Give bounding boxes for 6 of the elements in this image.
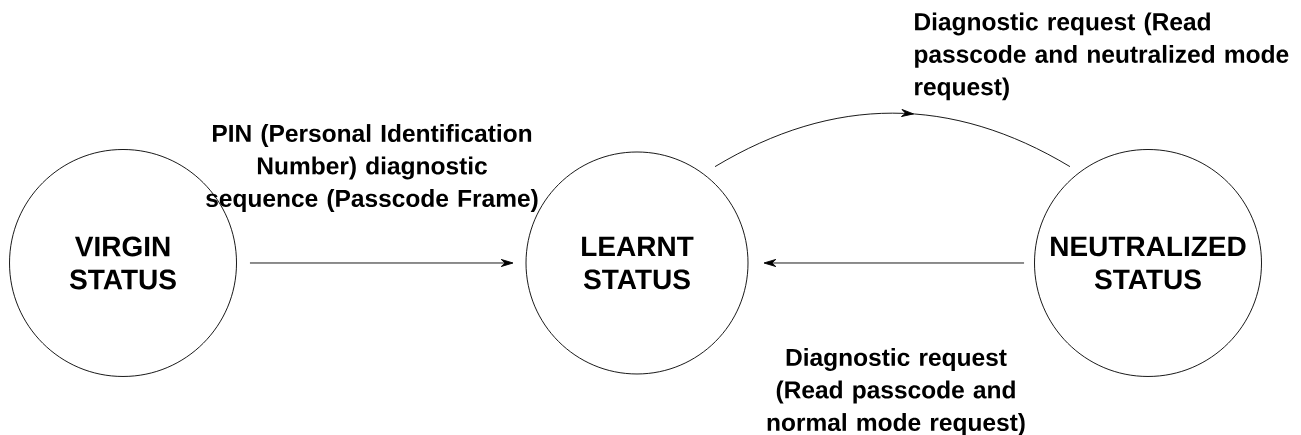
curved-arrow [714, 109, 1071, 168]
edge-label: PIN (Personal Identification Number) diagnostic sequence (Passcode Frame) [206, 124, 538, 212]
arrow [249, 259, 514, 267]
edge-label: Diagnostic request (Read passcode and normal mode request) [767, 348, 1025, 435]
edge-label: Diagnostic request (Read passcode and neutralized mode request) [915, 12, 1289, 101]
arrow [763, 259, 1025, 267]
